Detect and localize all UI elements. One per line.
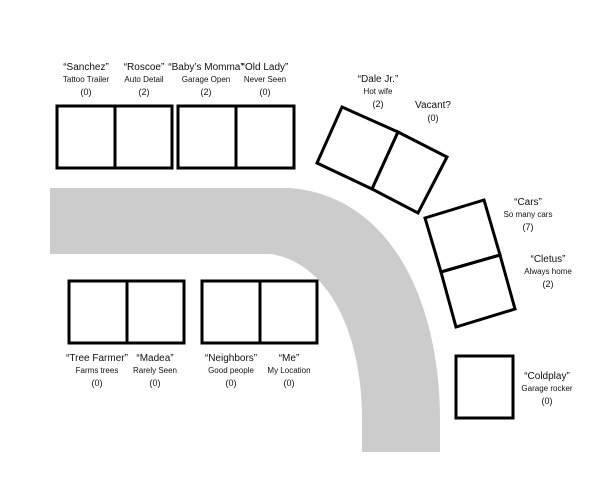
house-name: “Baby’s Momma” (168, 62, 243, 73)
lot-roscoe[interactable] (113, 104, 174, 170)
label-sanchez: “Sanchez” Tattoo Trailer (0) (63, 62, 110, 97)
house-count: (0) (92, 378, 103, 388)
house-desc: Good people (208, 366, 254, 375)
house-count: (0) (226, 378, 237, 388)
lot-sanchez[interactable] (55, 104, 117, 170)
house-desc: Never Seen (244, 75, 286, 84)
label-cars: “Cars” So many cars (7) (504, 197, 553, 232)
house-desc: Always home (524, 267, 572, 276)
label-madea: “Madea” Rarely Seen (0) (133, 353, 177, 388)
house-desc: Auto Detail (124, 75, 163, 84)
house-name: “Neighbors” (205, 353, 257, 364)
house-count: (7) (523, 222, 534, 232)
house-desc: Garage rocker (521, 384, 572, 393)
label-cletus: “Cletus” Always home (2) (524, 254, 572, 289)
house-name: “Dale Jr.” (358, 74, 399, 85)
house-name: Vacant? (415, 100, 451, 111)
lot-madea[interactable] (125, 279, 186, 345)
lot-old-lady[interactable] (234, 104, 296, 170)
label-vacant: Vacant? (0) (415, 100, 451, 123)
house-desc: Hot wife (364, 87, 393, 96)
lot-tree-farmer[interactable] (67, 279, 129, 345)
house-name: “Me” (279, 353, 300, 364)
house-count: (0) (284, 378, 295, 388)
label-dale-jr: “Dale Jr.” Hot wife (2) (358, 74, 399, 109)
label-neighbors: “Neighbors” Good people (0) (205, 353, 257, 388)
house-name: “Cars” (514, 197, 542, 208)
road (50, 188, 440, 452)
lot-babys-momma[interactable] (176, 104, 238, 170)
house-count: (2) (201, 87, 212, 97)
house-name: “Coldplay” (524, 371, 570, 382)
house-count: (0) (428, 113, 439, 123)
house-desc: Rarely Seen (133, 366, 177, 375)
house-name: “Old Lady” (242, 62, 289, 73)
lot-vacant[interactable] (370, 129, 450, 216)
label-roscoe: “Roscoe” Auto Detail (2) (124, 62, 165, 97)
lot-me[interactable] (258, 279, 319, 345)
lot-cletus[interactable] (439, 253, 517, 329)
label-coldplay: “Coldplay” Garage rocker (0) (521, 371, 572, 406)
house-count: (2) (373, 99, 384, 109)
house-name: “Roscoe” (124, 62, 165, 73)
lot-neighbors[interactable] (200, 279, 262, 345)
label-old-lady: “Old Lady” Never Seen (0) (242, 62, 289, 97)
house-name: “Madea” (136, 353, 173, 364)
house-desc: So many cars (504, 210, 553, 219)
house-name: “Sanchez” (63, 62, 109, 73)
house-count: (0) (260, 87, 271, 97)
house-count: (0) (81, 87, 92, 97)
house-desc: My Location (267, 366, 310, 375)
house-count: (2) (543, 279, 554, 289)
house-desc: Garage Open (182, 75, 230, 84)
house-name: “Tree Farmer” (66, 353, 128, 364)
house-count: (0) (542, 396, 553, 406)
house-desc: Farms trees (76, 366, 119, 375)
lot-coldplay[interactable] (454, 354, 515, 420)
house-count: (0) (150, 378, 161, 388)
label-me: “Me” My Location (0) (267, 353, 310, 388)
house-desc: Tattoo Trailer (63, 75, 110, 84)
label-tree-farmer: “Tree Farmer” Farms trees (0) (66, 353, 128, 388)
house-name: “Cletus” (530, 254, 565, 265)
label-babys-momma: “Baby’s Momma” Garage Open (2) (168, 62, 243, 97)
house-count: (2) (139, 87, 150, 97)
